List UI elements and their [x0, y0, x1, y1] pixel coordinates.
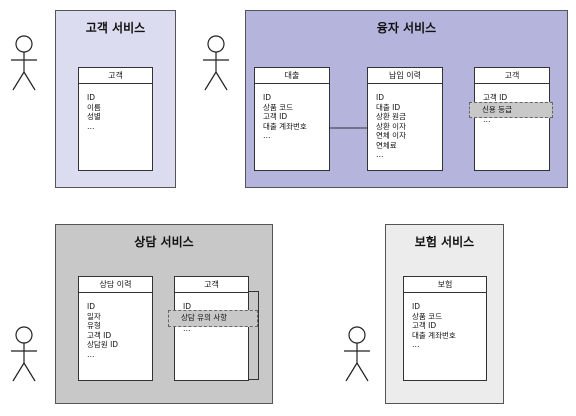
- customer-entity: 고객 ID 이름 성별 …: [78, 67, 153, 171]
- entity-attribute: 상환 원금: [376, 112, 406, 121]
- entity-attribute: 상담원 ID: [87, 340, 119, 349]
- loan-officer-actor-icon: [203, 35, 229, 91]
- consult-history-entity: 상담 이력 ID 일자 유형 고객 ID 상담원 ID …: [78, 276, 153, 381]
- customer-service-title: 고객 서비스: [85, 21, 146, 35]
- entity-attribute: 대출 ID: [376, 102, 401, 112]
- insurance-agent-actor-icon: [344, 326, 370, 382]
- loan-entity-title: 대출: [255, 68, 329, 84]
- payment-history-entity-title: 납입 이력: [368, 68, 442, 84]
- entity-attribute: 상환 이자: [376, 121, 406, 131]
- entity-attribute: …: [376, 150, 384, 159]
- entity-attribute: …: [263, 131, 271, 140]
- consult-service-title: 상담 서비스: [134, 235, 194, 249]
- entity-attribute: …: [87, 349, 95, 359]
- consult-service-box: 상담 서비스 상담 이력 ID 일자 유형 고객 ID 상담원 ID … 고객 …: [55, 224, 273, 404]
- entity-attribute: 유형: [87, 321, 101, 330]
- entity-attribute: 성별: [87, 112, 101, 121]
- entity-attribute: 대출 계좌번호: [412, 330, 456, 340]
- entity-attribute: 상품 코드: [263, 102, 293, 112]
- entity-attribute: 상품 코드: [412, 311, 442, 321]
- customer-service-box: 고객 서비스 고객 ID 이름 성별 …: [55, 10, 176, 188]
- entity-attribute: 대출 계좌번호: [263, 121, 307, 131]
- insurance-service-box: 보험 서비스 보험 ID 상품 코드 고객 ID 대출 계좌번호 …: [385, 224, 504, 404]
- entity-attribute: 이름: [87, 102, 101, 112]
- consult-history-entity-title: 상담 이력: [79, 277, 152, 293]
- insurance-service-title: 보험 서비스: [414, 235, 475, 249]
- entity-attribute: …: [483, 114, 491, 124]
- customer-actor-icon: [11, 35, 37, 91]
- consult-note-highlight: 상담 유의 사항: [168, 310, 258, 327]
- entity-attribute: ID: [87, 302, 95, 311]
- entity-attribute: …: [183, 323, 191, 333]
- entity-attribute: ID: [183, 302, 191, 311]
- entity-bracket-line: [249, 291, 259, 380]
- customer-entity-title: 고객: [79, 68, 152, 84]
- entity-attribute: 고객 ID: [87, 330, 112, 340]
- credit-rating-highlight: 신용 등급: [469, 102, 553, 118]
- loan-entity: 대출 ID 상품 코드 고객 ID 대출 계좌번호 …: [254, 67, 330, 171]
- payment-history-entity: 납입 이력 ID 대출 ID 상환 원금 상환 이자 연체 이자 연체료 …: [367, 67, 443, 171]
- entity-attribute: ID: [263, 93, 271, 102]
- entity-attribute: …: [412, 340, 420, 349]
- entity-attribute: 일자: [87, 311, 101, 321]
- loan-customer-entity: 고객 고객 ID … 신용 등급: [469, 67, 553, 171]
- entity-attribute: ID: [412, 302, 420, 311]
- loan-service-title: 융자 서비스: [376, 21, 437, 35]
- entity-attribute: 고객 ID: [483, 93, 508, 102]
- loan-service-box: 융자 서비스 대출 ID 상품 코드 고객 ID 대출 계좌번호 … 납입 이력…: [245, 10, 568, 188]
- entity-attribute: ID: [376, 93, 384, 102]
- entity-attribute: 연체 이자: [376, 131, 406, 140]
- entity-attribute: …: [87, 121, 95, 131]
- insurance-entity-title: 보험: [404, 277, 486, 293]
- consultant-actor-icon: [11, 326, 37, 382]
- consult-customer-entity-title: 고객: [175, 277, 248, 293]
- entity-attribute: 고객 ID: [412, 321, 437, 330]
- loan-customer-entity-title: 고객: [475, 68, 549, 84]
- entity-attribute: 고객 ID: [263, 112, 288, 121]
- entity-attribute: 연체료: [376, 140, 397, 150]
- entity-attribute: ID: [87, 93, 95, 102]
- insurance-entity: 보험 ID 상품 코드 고객 ID 대출 계좌번호 …: [403, 276, 487, 381]
- consult-customer-entity: 고객 ID … 상담 유의 사항: [168, 276, 258, 381]
